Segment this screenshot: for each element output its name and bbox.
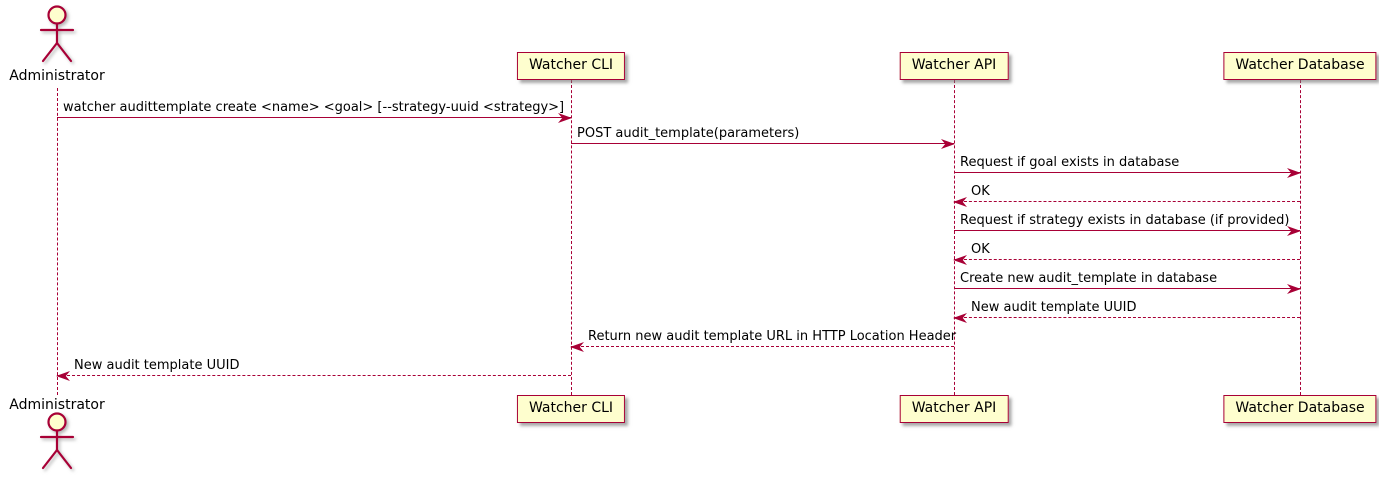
participant-label: Watcher API <box>911 57 997 73</box>
participant-label: Watcher Database <box>1235 400 1365 416</box>
message-7: Create new audit_template in database <box>954 268 1301 294</box>
message-label: OK <box>971 242 990 257</box>
message-line <box>57 375 571 376</box>
arrowhead-icon <box>1287 168 1301 178</box>
arrowhead-icon <box>558 113 572 123</box>
participant-label: Watcher CLI <box>528 400 614 416</box>
participant-label: Watcher API <box>911 400 997 416</box>
actor-label-administrator-top: Administrator <box>9 68 105 84</box>
message-label: Request if strategy exists in database (… <box>960 213 1290 228</box>
message-3: Request if goal exists in database <box>954 152 1301 178</box>
arrowhead-icon <box>1287 226 1301 236</box>
lifeline-watcher-cli <box>571 80 572 395</box>
message-line <box>954 288 1300 289</box>
message-line <box>571 143 954 144</box>
message-label: Create new audit_template in database <box>960 271 1218 286</box>
message-line <box>954 201 1300 202</box>
participant-box-watcher-database-bottom: Watcher Database <box>1223 395 1377 423</box>
message-label: POST audit_template(parameters) <box>577 126 800 141</box>
message-8: New audit template UUID <box>953 297 1300 323</box>
actor-icon <box>37 5 77 67</box>
message-line <box>954 317 1300 318</box>
message-label: New audit template UUID <box>74 358 240 373</box>
message-label: watcher audittemplate create <name> <goa… <box>63 100 565 115</box>
participant-box-watcher-api-top: Watcher API <box>899 52 1009 80</box>
arrowhead-icon <box>953 313 967 323</box>
arrowhead-icon <box>1287 284 1301 294</box>
participant-box-watcher-cli-top: Watcher CLI <box>516 52 626 80</box>
message-label: Return new audit template URL in HTTP Lo… <box>588 329 957 344</box>
message-1: watcher audittemplate create <name> <goa… <box>57 97 572 123</box>
message-label: Request if goal exists in database <box>960 155 1180 170</box>
message-line <box>954 172 1300 173</box>
lifeline-watcher-api <box>954 80 955 395</box>
message-6: OK <box>953 239 1300 265</box>
lifeline-administrator <box>57 88 58 395</box>
message-line <box>954 230 1300 231</box>
actor-label-administrator-bottom: Administrator <box>9 397 105 413</box>
message-line <box>57 117 571 118</box>
arrowhead-icon <box>953 197 967 207</box>
message-2: POST audit_template(parameters) <box>571 123 955 149</box>
arrowhead-icon <box>570 342 584 352</box>
lifeline-watcher-database <box>1300 80 1301 395</box>
participant-box-watcher-api-bottom: Watcher API <box>899 395 1009 423</box>
message-10: New audit template UUID <box>56 355 571 381</box>
arrowhead-icon <box>953 255 967 265</box>
arrowhead-icon <box>56 371 70 381</box>
participant-box-watcher-database-top: Watcher Database <box>1223 52 1377 80</box>
participant-box-watcher-cli-bottom: Watcher CLI <box>516 395 626 423</box>
participant-label: Watcher CLI <box>528 57 614 73</box>
message-4: OK <box>953 181 1300 207</box>
message-line <box>954 259 1300 260</box>
arrowhead-icon <box>941 139 955 149</box>
message-5: Request if strategy exists in database (… <box>954 210 1301 236</box>
message-line <box>571 346 954 347</box>
message-9: Return new audit template URL in HTTP Lo… <box>570 326 957 352</box>
actor-icon <box>37 412 77 474</box>
participant-label: Watcher Database <box>1235 57 1365 73</box>
message-label: New audit template UUID <box>971 300 1137 315</box>
message-label: OK <box>971 184 990 199</box>
